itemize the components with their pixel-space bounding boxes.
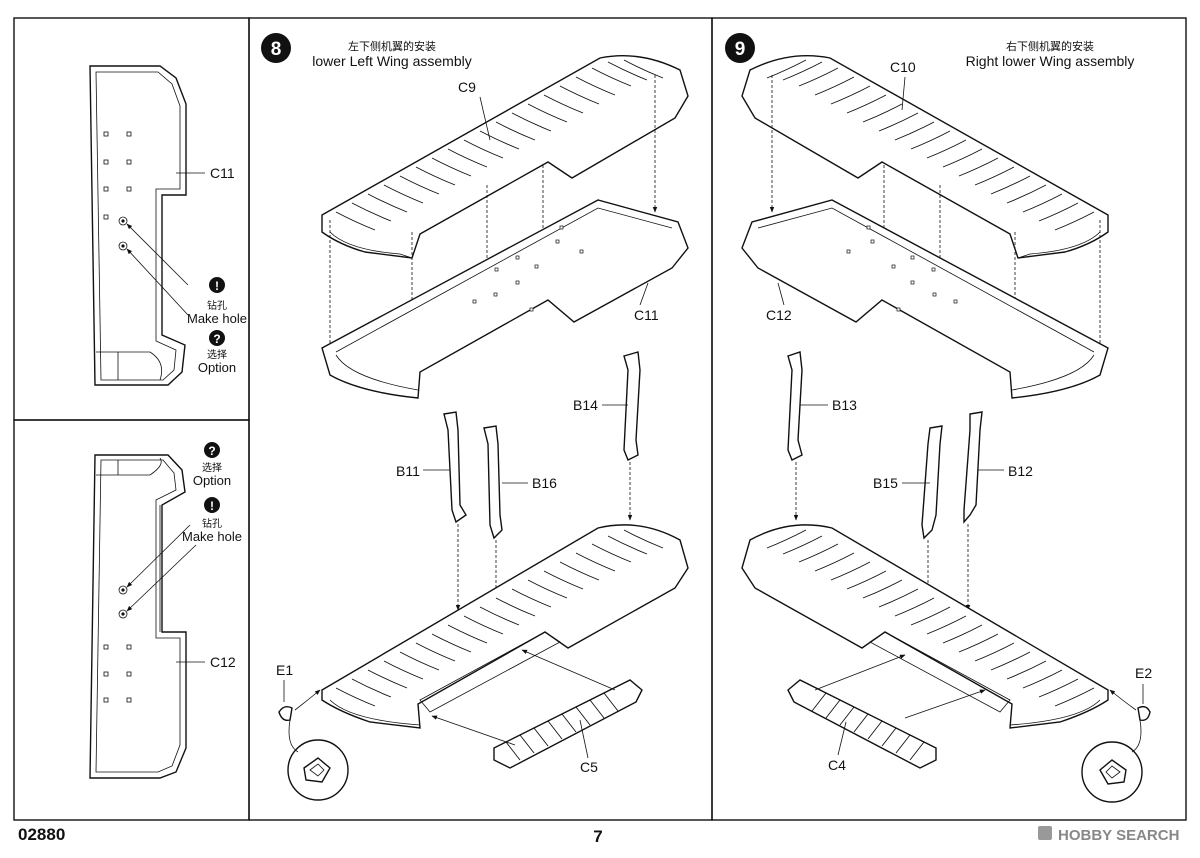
step-9-title-en: Right lower Wing assembly [966, 53, 1135, 69]
step9-aileron-c4 [787, 679, 937, 769]
make-hole-cn: 钻孔 [207, 299, 227, 312]
panel-step-9 [711, 17, 1187, 821]
step9-strut-b12 [963, 411, 983, 524]
option-symbol: ? [213, 332, 220, 346]
step9-b15-label: B15 [873, 475, 898, 491]
step9-c4-label: C4 [828, 757, 846, 773]
step8-lower-wing-c11 [321, 199, 689, 399]
make-hole-icon-2 [204, 497, 220, 513]
watermark: HOBBY SEARCH [1038, 826, 1179, 844]
step9-c12-label: C12 [766, 307, 792, 323]
step-8-badge [261, 33, 291, 63]
e1-detail-circle [287, 739, 349, 801]
e2-detail-circle [1081, 741, 1143, 803]
e1-detail-part [303, 757, 331, 783]
step9-strut-b13 [787, 351, 803, 461]
step9-e2-label: E2 [1135, 665, 1152, 681]
option-en-2: Option [193, 473, 231, 488]
step-8-title-en: lower Left Wing assembly [312, 53, 472, 69]
step8-strut-b11 [443, 411, 467, 524]
c11-inner-view [89, 65, 205, 386]
option-cn-2: 选择 [202, 461, 222, 474]
step-8-number: 8 [271, 39, 282, 60]
hobby-search-logo-icon [1038, 826, 1052, 840]
option-symbol-2: ? [208, 444, 215, 458]
step9-assembled-wing [741, 524, 1109, 729]
option-cn: 选择 [207, 348, 227, 361]
step8-c5-label: C5 [580, 759, 598, 775]
c12-inner-view [89, 454, 205, 779]
option-en: Option [198, 360, 236, 375]
watermark-text: HOBBY SEARCH [1058, 827, 1179, 844]
step8-e1-label: E1 [276, 662, 293, 678]
step8-c9-label: C9 [458, 79, 476, 95]
step-8-title-cn: 左下侧机翼的安装 [348, 39, 436, 53]
step9-strut-b15 [921, 425, 943, 540]
step8-b14-label: B14 [573, 397, 598, 413]
step8-tip-e1 [278, 705, 293, 722]
option-icon [209, 330, 225, 346]
step8-strut-b16 [483, 425, 503, 540]
step8-aileron-c5 [493, 679, 643, 769]
step9-c10-label: C10 [890, 59, 916, 75]
page-number: 7 [593, 827, 602, 846]
c12-label: C12 [210, 654, 236, 670]
step-9-number: 9 [735, 39, 746, 60]
make-hole-cn-2: 钻孔 [202, 517, 222, 530]
make-hole-en-2: Make hole [182, 529, 242, 544]
step8-c11-label: C11 [634, 307, 659, 323]
make-hole-symbol-2: ! [210, 499, 214, 513]
e2-detail-part [1099, 759, 1127, 785]
step8-b11-label: B11 [396, 463, 420, 479]
c11-label: C11 [210, 165, 235, 181]
step9-upper-wing-c10 [741, 55, 1109, 259]
step8-upper-wing-c9 [321, 55, 689, 259]
option-icon-2 [204, 442, 220, 458]
step-9-title-cn: 右下侧机翼的安装 [1006, 39, 1094, 53]
step9-b12-label: B12 [1008, 463, 1033, 479]
step9-b13-label: B13 [832, 397, 857, 413]
step8-b16-label: B16 [532, 475, 557, 491]
step9-tip-e2 [1137, 705, 1151, 722]
step8-strut-b14 [623, 351, 641, 461]
step-9-badge [725, 33, 755, 63]
make-hole-icon [209, 277, 225, 293]
step9-lower-wing-c12 [741, 199, 1109, 399]
product-code: 02880 [18, 825, 65, 844]
make-hole-symbol: ! [215, 279, 219, 293]
step8-assembled-wing [321, 524, 689, 729]
make-hole-en: Make hole [187, 311, 247, 326]
